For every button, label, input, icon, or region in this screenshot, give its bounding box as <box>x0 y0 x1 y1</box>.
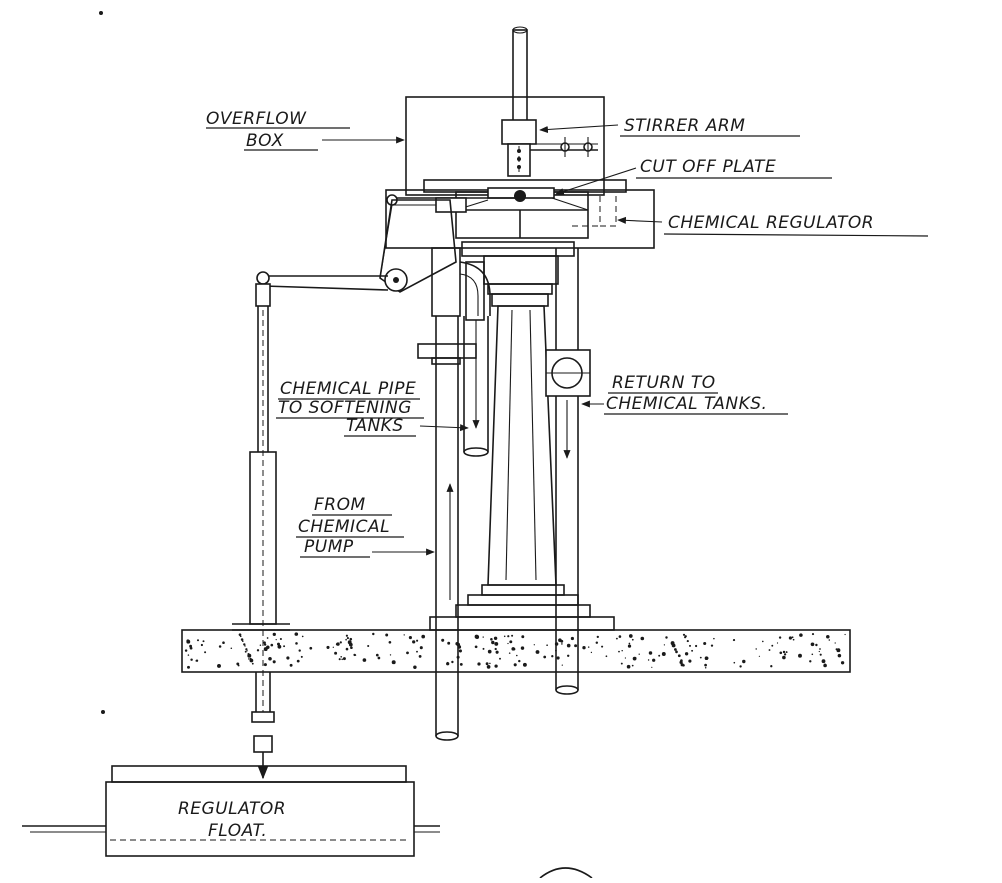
leader-cut-off-plate <box>555 167 637 195</box>
concrete-floor <box>181 629 851 673</box>
concrete-speckles <box>184 632 846 669</box>
label-overflow-box: OVERFLOW <box>206 109 307 129</box>
label-return-to: RETURN TO <box>612 373 716 393</box>
label-chemical-tanks: CHEMICAL TANKS. <box>606 394 767 414</box>
leader-chemical-regulator <box>617 216 663 224</box>
leader-stirrer-arm <box>539 124 619 134</box>
label-overflow-box-2: BOX <box>246 131 284 151</box>
label-chemical: CHEMICAL <box>298 517 390 537</box>
regulator-float <box>22 765 440 857</box>
return-pipe <box>545 248 591 695</box>
ink-dot <box>101 710 105 714</box>
label-float: FLOAT. <box>208 821 267 841</box>
label-tanks: TANKS <box>346 416 404 436</box>
label-chemical-regulator: CHEMICAL REGULATOR <box>668 213 874 233</box>
label-pump: PUMP <box>304 537 354 557</box>
stirrer-shaft <box>512 26 528 123</box>
bell-crank-lever <box>256 199 457 293</box>
label-cut-off-plate: CUT OFF PLATE <box>640 157 776 177</box>
pedestal-column <box>429 241 615 631</box>
label-stirrer-arm: STIRRER ARM <box>624 116 745 136</box>
leader-chemical-pipe <box>419 424 469 432</box>
ink-dot <box>99 11 103 15</box>
chemical-pipe-assembly <box>417 247 491 741</box>
partial-circle <box>539 867 593 879</box>
label-regulator: REGULATOR <box>178 799 286 819</box>
chemical-regulator <box>385 179 655 249</box>
label-from: FROM <box>314 495 366 515</box>
label-chemical-pipe: CHEMICAL PIPE <box>280 379 416 399</box>
label-to-softening: TO SOFTENING <box>278 398 412 418</box>
float-rod <box>232 283 290 780</box>
stirrer-arm <box>501 119 598 177</box>
